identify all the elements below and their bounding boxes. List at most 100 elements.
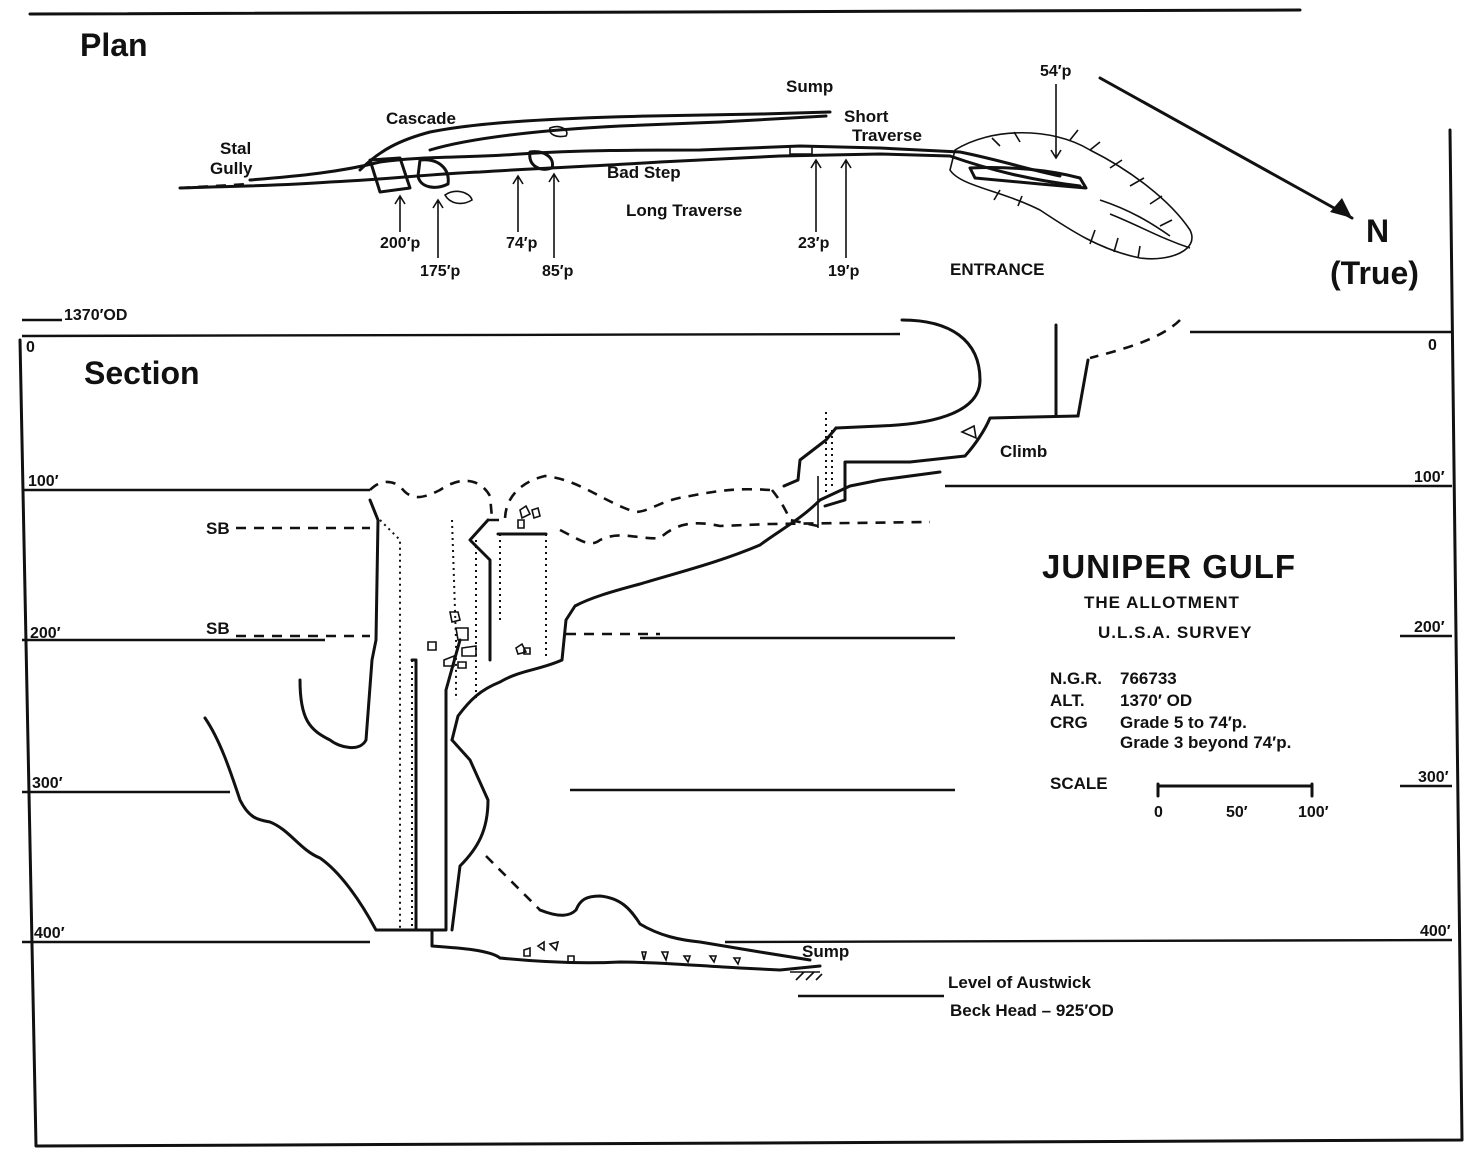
depth-left-200: 200′: [30, 625, 61, 642]
traverse-roof-dashed: [488, 474, 771, 522]
label-bad-step: Bad Step: [607, 163, 681, 182]
cascade-pool: [548, 125, 568, 138]
chamber-200p: [368, 156, 412, 194]
legend-value-ngr: 766733: [1120, 669, 1177, 688]
top-border: [28, 8, 1302, 16]
arrow-175p: [432, 198, 444, 258]
shakehole-hachures: [991, 129, 1173, 259]
map-survey: U.L.S.A. SURVEY: [1098, 623, 1253, 642]
arrow-85p: [548, 172, 560, 258]
chamber-175p: [416, 158, 450, 189]
label-plan-sump: Sump: [786, 77, 833, 96]
label-sb-lower: SB: [206, 619, 230, 638]
entrance-stream: [1099, 199, 1191, 249]
section-heading: Section: [84, 355, 200, 391]
shaft-175-walls: [410, 638, 462, 932]
depth-right-0: 0: [1428, 337, 1437, 354]
depth-left-300: 300′: [32, 775, 63, 792]
north-true: (True): [1330, 255, 1419, 291]
left-descent-wall: [203, 716, 502, 960]
label-23p: 23′p: [798, 235, 830, 252]
boulder-plan: [443, 190, 473, 205]
scale-tick-0: 0: [1154, 804, 1163, 821]
sump-floor: [498, 956, 822, 972]
sump-hatch: [790, 971, 823, 981]
legend-value-alt: 1370′ OD: [1120, 691, 1192, 710]
arrow-19p: [840, 158, 852, 258]
entrance-shakehole: [949, 131, 1193, 260]
surface-dashed: [1089, 319, 1181, 360]
north-letter: N: [1366, 213, 1389, 249]
scale-tick-100: 100′: [1298, 804, 1329, 821]
arrow-23p: [810, 158, 822, 232]
entrance-roof: [823, 414, 1080, 508]
plan-heading: Plan: [80, 27, 148, 63]
label-gully: Gully: [210, 159, 253, 178]
stal-gully-dashed: [179, 182, 251, 190]
big-shaft-left-wall: [298, 498, 380, 749]
label-200p: 200′p: [380, 235, 421, 252]
scale-label: SCALE: [1050, 774, 1108, 793]
shaft-175-inner-dotted: [411, 660, 447, 930]
depth-left-100: 100′: [28, 473, 59, 490]
arrow-200p: [394, 194, 406, 232]
label-19p: 19′p: [828, 263, 860, 280]
scale-bar-ends: [1156, 782, 1314, 798]
shaft-74-dotted: [499, 534, 547, 660]
title-block: JUNIPER GULF THE ALLOTMENT U.L.S.A. SURV…: [1042, 548, 1329, 821]
north-arrow-shaft: [1098, 76, 1354, 220]
datum-label: 1370′OD: [64, 307, 127, 324]
chamber-roof-loop: [834, 318, 982, 430]
arrow-54p: [1050, 84, 1062, 160]
depth-line-300: [22, 784, 1452, 794]
pitch-19-23: [825, 412, 833, 500]
depth-line-0: [21, 330, 1452, 338]
sump-boulders: [523, 940, 742, 966]
boulder-climb: [960, 424, 978, 440]
sump-roof: [538, 894, 812, 962]
depth-lines: [21, 330, 1453, 944]
depth-right-400: 400′: [1420, 923, 1451, 940]
label-long-traverse: Long Traverse: [626, 201, 742, 220]
boulders-74: [515, 504, 541, 655]
sump-roof-dashed: [485, 855, 541, 911]
label-stal: Stal: [220, 139, 251, 158]
right-descent-wall: [450, 738, 490, 932]
depth-line-200: [22, 634, 1452, 642]
arrow-74p: [512, 174, 524, 232]
legend-value-crg-2: Grade 3 beyond 74′p.: [1120, 733, 1291, 752]
traverse-floor: [450, 470, 942, 742]
shaft-74-left: [468, 518, 492, 662]
plan-passages: [178, 110, 1193, 260]
entrance-shaft: [1054, 323, 1090, 418]
depth-right-200: 200′: [1414, 619, 1445, 636]
plan-pitch-arrows: [394, 84, 1062, 258]
scale-tick-50: 50′: [1226, 804, 1248, 821]
scale-bar: [1156, 782, 1314, 798]
legend-key-alt: ALT.: [1050, 691, 1085, 710]
sb-lower-dashed: [236, 632, 660, 638]
label-175p: 175′p: [420, 263, 461, 280]
label-traverse: Traverse: [852, 126, 922, 145]
depth-line-400: [22, 938, 1453, 944]
label-54p: 54′p: [1040, 63, 1072, 80]
shaft-200-dotted: [379, 519, 401, 930]
label-section-sump: Sump: [802, 942, 849, 961]
entrance-passage: [968, 165, 1088, 190]
label-entrance: ENTRANCE: [950, 260, 1044, 279]
chamber-23p: [789, 145, 813, 155]
main-passage-lower: [178, 152, 1082, 190]
big-shaft-roof-dashed: [369, 479, 494, 519]
label-cascade: Cascade: [386, 109, 456, 128]
chamber-lower: [782, 426, 838, 488]
depth-left-0: 0: [26, 339, 35, 356]
sb-upper-dashed-right: [559, 520, 931, 545]
shaft-175-dotted: [451, 519, 477, 700]
label-austwick-1: Level of Austwick: [948, 973, 1092, 992]
boulders-shaft-top: [427, 611, 477, 669]
map-subtitle: THE ALLOTMENT: [1084, 593, 1240, 612]
depth-left-400: 400′: [34, 925, 65, 942]
label-85p: 85′p: [542, 263, 574, 280]
chamber-85p: [528, 150, 555, 171]
